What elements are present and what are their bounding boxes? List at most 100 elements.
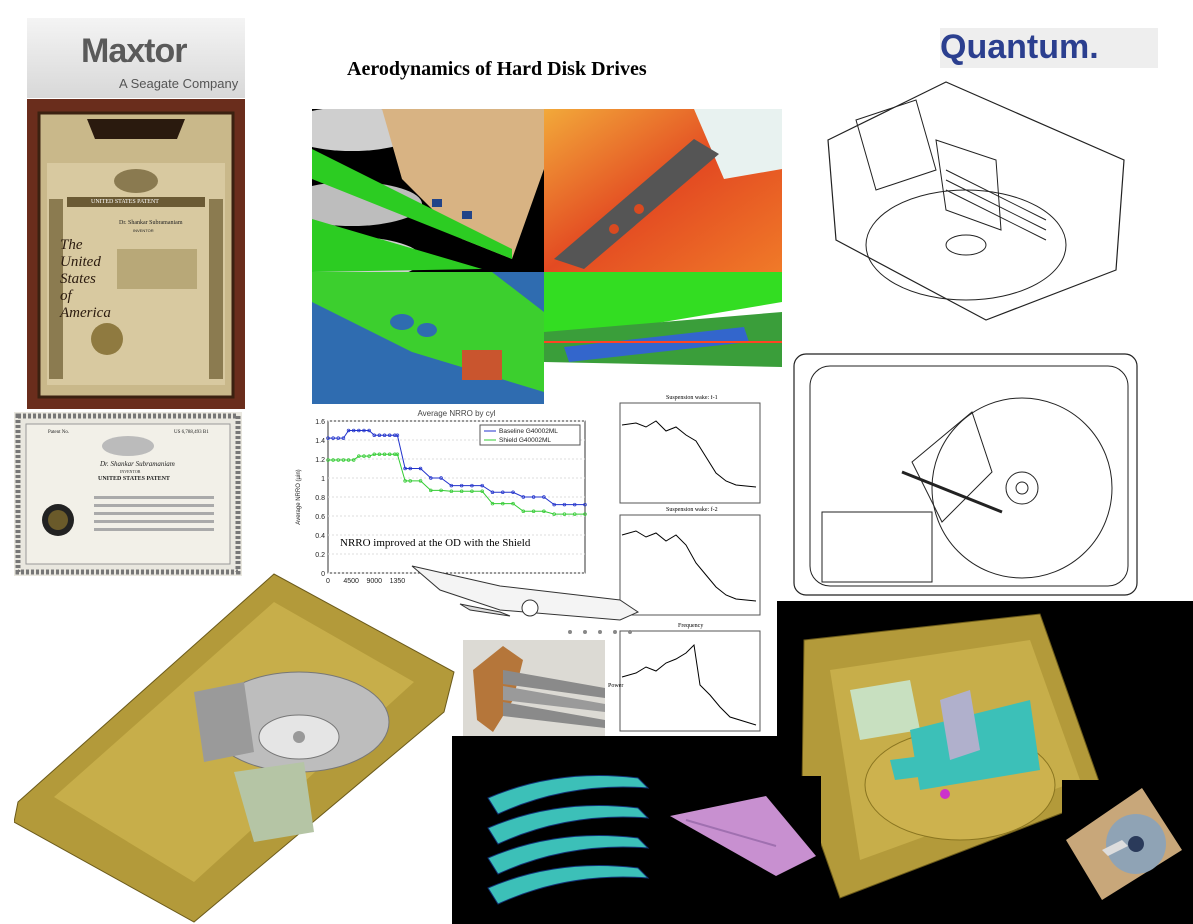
y-tick-label: 0.4 [315,533,325,540]
series-2-point [583,512,587,516]
series-2-point [351,458,356,462]
series-1-point [403,466,407,471]
series-2-point [418,479,423,483]
series-2-point [521,509,526,513]
y-tick-label: 0.2 [315,552,325,559]
series-1-point [511,490,515,494]
series-2-point [562,512,567,516]
legend-box [479,424,581,446]
series-1-point [521,495,526,499]
series-2-point [439,488,443,493]
hdd-cad-right-svg [801,613,1103,899]
series-2-point [346,458,351,462]
series-1-point [429,476,433,480]
series-1-point [341,436,346,440]
cfd-image-3 [312,272,544,404]
suspension-sketch-svg [411,565,640,634]
hdd-cad-left-svg [14,573,455,923]
psd-xlabel: Frequency [678,623,704,629]
series-2-point [377,452,382,456]
hdd-cad-left [14,572,459,924]
y-tick-label: 1 [321,476,325,483]
series-1-point [367,428,371,433]
cfd-suspension-geometry [312,109,544,272]
psd-title-1: Suspension wake: f-1 [666,395,718,401]
drive-inset-cad [1062,780,1186,905]
x-tick-label: 9000 [366,578,382,585]
cert-inventor: Dr. Shankar Subramaniam [100,460,175,468]
hdd-cad-right [800,610,1105,900]
plaque-word-5: America [60,305,111,321]
series-1-point [336,436,341,440]
series-1-point [542,495,546,499]
series-2-point [387,452,392,456]
plaque-word-2: United [60,254,101,270]
series-1-point [351,428,356,433]
psd-title-2: Suspension wake: f-2 [666,507,718,513]
series-1-point [418,466,423,471]
series-1-point [357,428,361,433]
head-stack-photo [463,640,605,736]
y-tick-label: 1.2 [315,457,325,464]
series-1-point [501,490,505,494]
series-2-point [531,509,536,513]
series-1-point [346,428,351,433]
series-1-point [531,495,536,499]
series-2-point [326,458,330,462]
series-1-point [490,490,495,494]
series-2-point [331,458,335,462]
series-line-2 [328,453,585,515]
x-tick-label: 4500 [343,578,359,585]
hdd-line-drawing-top [792,352,1139,597]
series-2-point [552,512,556,516]
cfd-image-2 [544,109,782,272]
disk-stack-cad-svg [487,775,650,905]
plaque-banner: UNITED STATES PATENT [91,199,159,205]
series-1-point [583,502,587,507]
series-1-point [331,436,335,440]
psd-plots: Suspension wake: f-1 Suspension wake: f-… [606,395,774,735]
hdd-line-drawing-2 [793,353,1138,596]
series-2-point [395,452,400,456]
series-2-point [372,452,377,456]
quantum-logo: Quantum. [940,28,1158,68]
series-2-point [408,479,412,483]
plaque-word-3: States [60,271,96,287]
series-1-point [470,483,474,488]
series-2-point [429,488,433,493]
series-1-point [387,433,392,438]
series-line-1 [328,430,585,506]
patent-plaque: UNITED STATES PATENT Dr. Shankar Subrama… [27,99,245,409]
psd-ylabel: Power [608,683,624,689]
cert-patent-no: US 6,788,493 B1 [174,430,209,435]
series-2-point [480,489,484,494]
series-1-point [572,502,577,507]
cfd-slider-closeup [312,272,544,404]
plaque-graphic [37,111,235,399]
cfd-image-4 [544,272,782,367]
series-2-point [501,501,505,506]
series-1-point [326,436,330,440]
plaque-inventor: Dr. Shankar Subramaniam [119,220,183,226]
series-2-point [357,454,361,458]
series-2-point [459,489,464,494]
cert-patent-no-label: Patent No. [48,430,70,435]
quantum-brand: Quantum. [940,28,1099,66]
series-2-point [542,509,546,513]
nrro-annotation: NRRO improved at the OD with the Shield [340,537,531,549]
series-2-point [511,501,515,506]
legend-label-1: Baseline G40002ML [499,428,558,435]
chart-title: Average NRRO by cyl [417,409,495,418]
series-1-point [408,466,412,471]
series-1-point [395,433,400,438]
y-tick-label: 0 [321,571,325,578]
patent-certificate: Patent No. US 6,788,493 B1 Dr. Shankar S… [14,412,242,576]
cert-role: INVENTOR [120,469,141,474]
cfd-streamlines [544,272,782,404]
maxtor-logo: Maxtor A Seagate Company [27,18,245,98]
series-1-point [377,433,382,438]
drive-inset-cad-svg [1066,788,1182,900]
series-1-point [372,433,377,438]
series-1-point [449,483,454,488]
legend-label-2: Shield G40002ML [499,437,551,444]
